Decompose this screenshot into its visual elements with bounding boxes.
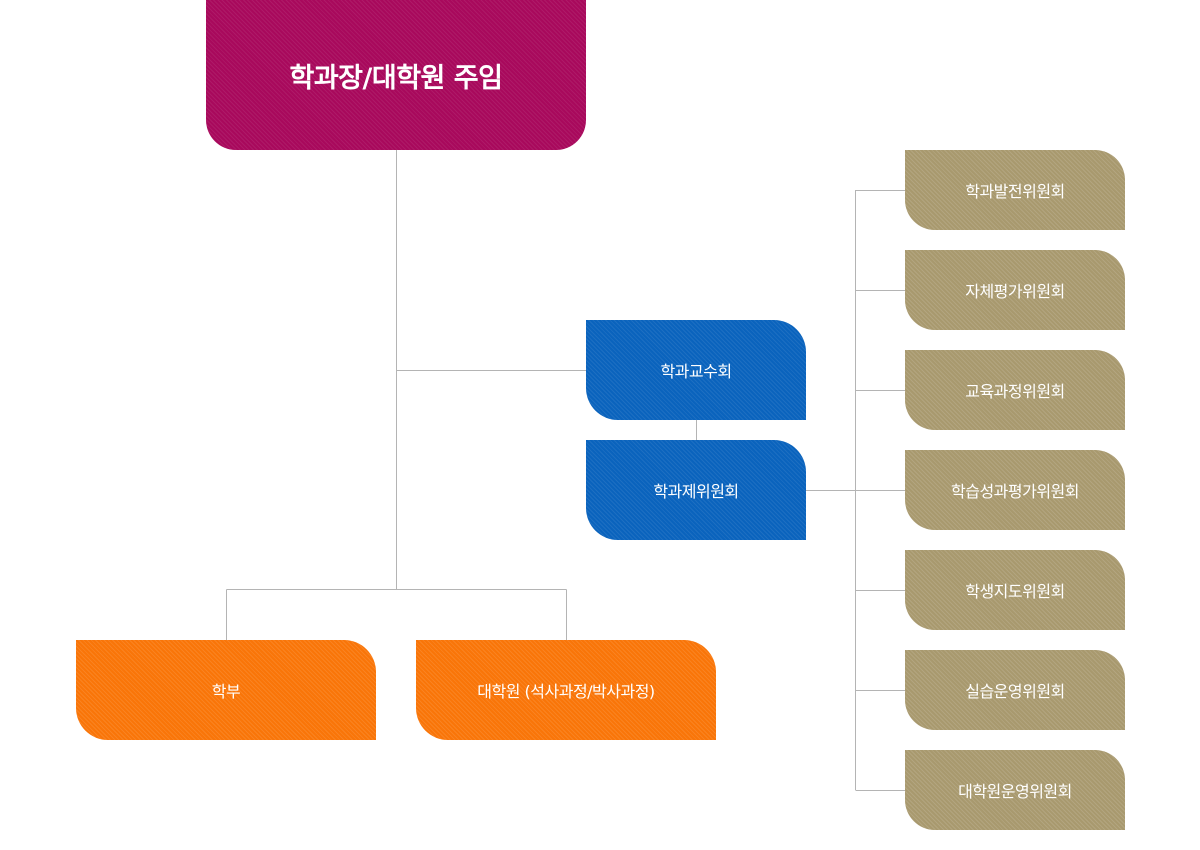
committee-label: 대학원운영위원회 — [958, 782, 1072, 801]
graduate-school-label: 대학원 (석사과정/박사과정) — [477, 682, 655, 701]
committee-node-practicum: 실습운영위원회 — [905, 650, 1125, 730]
department-head-label: 학과장/대학원 주임 — [289, 62, 503, 94]
undergraduate-node: 학부 — [76, 640, 376, 740]
department-head-node: 학과장/대학원 주임 — [206, 0, 586, 150]
department-committees-label: 학과제위원회 — [653, 482, 739, 501]
graduate-school-node: 대학원 (석사과정/박사과정) — [416, 640, 716, 740]
department-committees-node: 학과제위원회 — [586, 440, 806, 540]
committee-label: 자체평가위원회 — [965, 282, 1065, 301]
committee-label: 학습성과평가위원회 — [951, 482, 1079, 501]
committee-label: 실습운영위원회 — [965, 682, 1065, 701]
committee-node-self-evaluation: 자체평가위원회 — [905, 250, 1125, 330]
committee-label: 학생지도위원회 — [965, 582, 1065, 601]
committee-node-learning-outcomes: 학습성과평가위원회 — [905, 450, 1125, 530]
faculty-council-label: 학과교수회 — [660, 362, 732, 381]
committee-node-graduate-operations: 대학원운영위원회 — [905, 750, 1125, 830]
committee-node-development: 학과발전위원회 — [905, 150, 1125, 230]
faculty-council-node: 학과교수회 — [586, 320, 806, 420]
committee-node-student-guidance: 학생지도위원회 — [905, 550, 1125, 630]
committee-label: 교육과정위원회 — [965, 382, 1065, 401]
committee-label: 학과발전위원회 — [965, 182, 1065, 201]
committee-node-curriculum: 교육과정위원회 — [905, 350, 1125, 430]
undergraduate-label: 학부 — [211, 682, 241, 701]
